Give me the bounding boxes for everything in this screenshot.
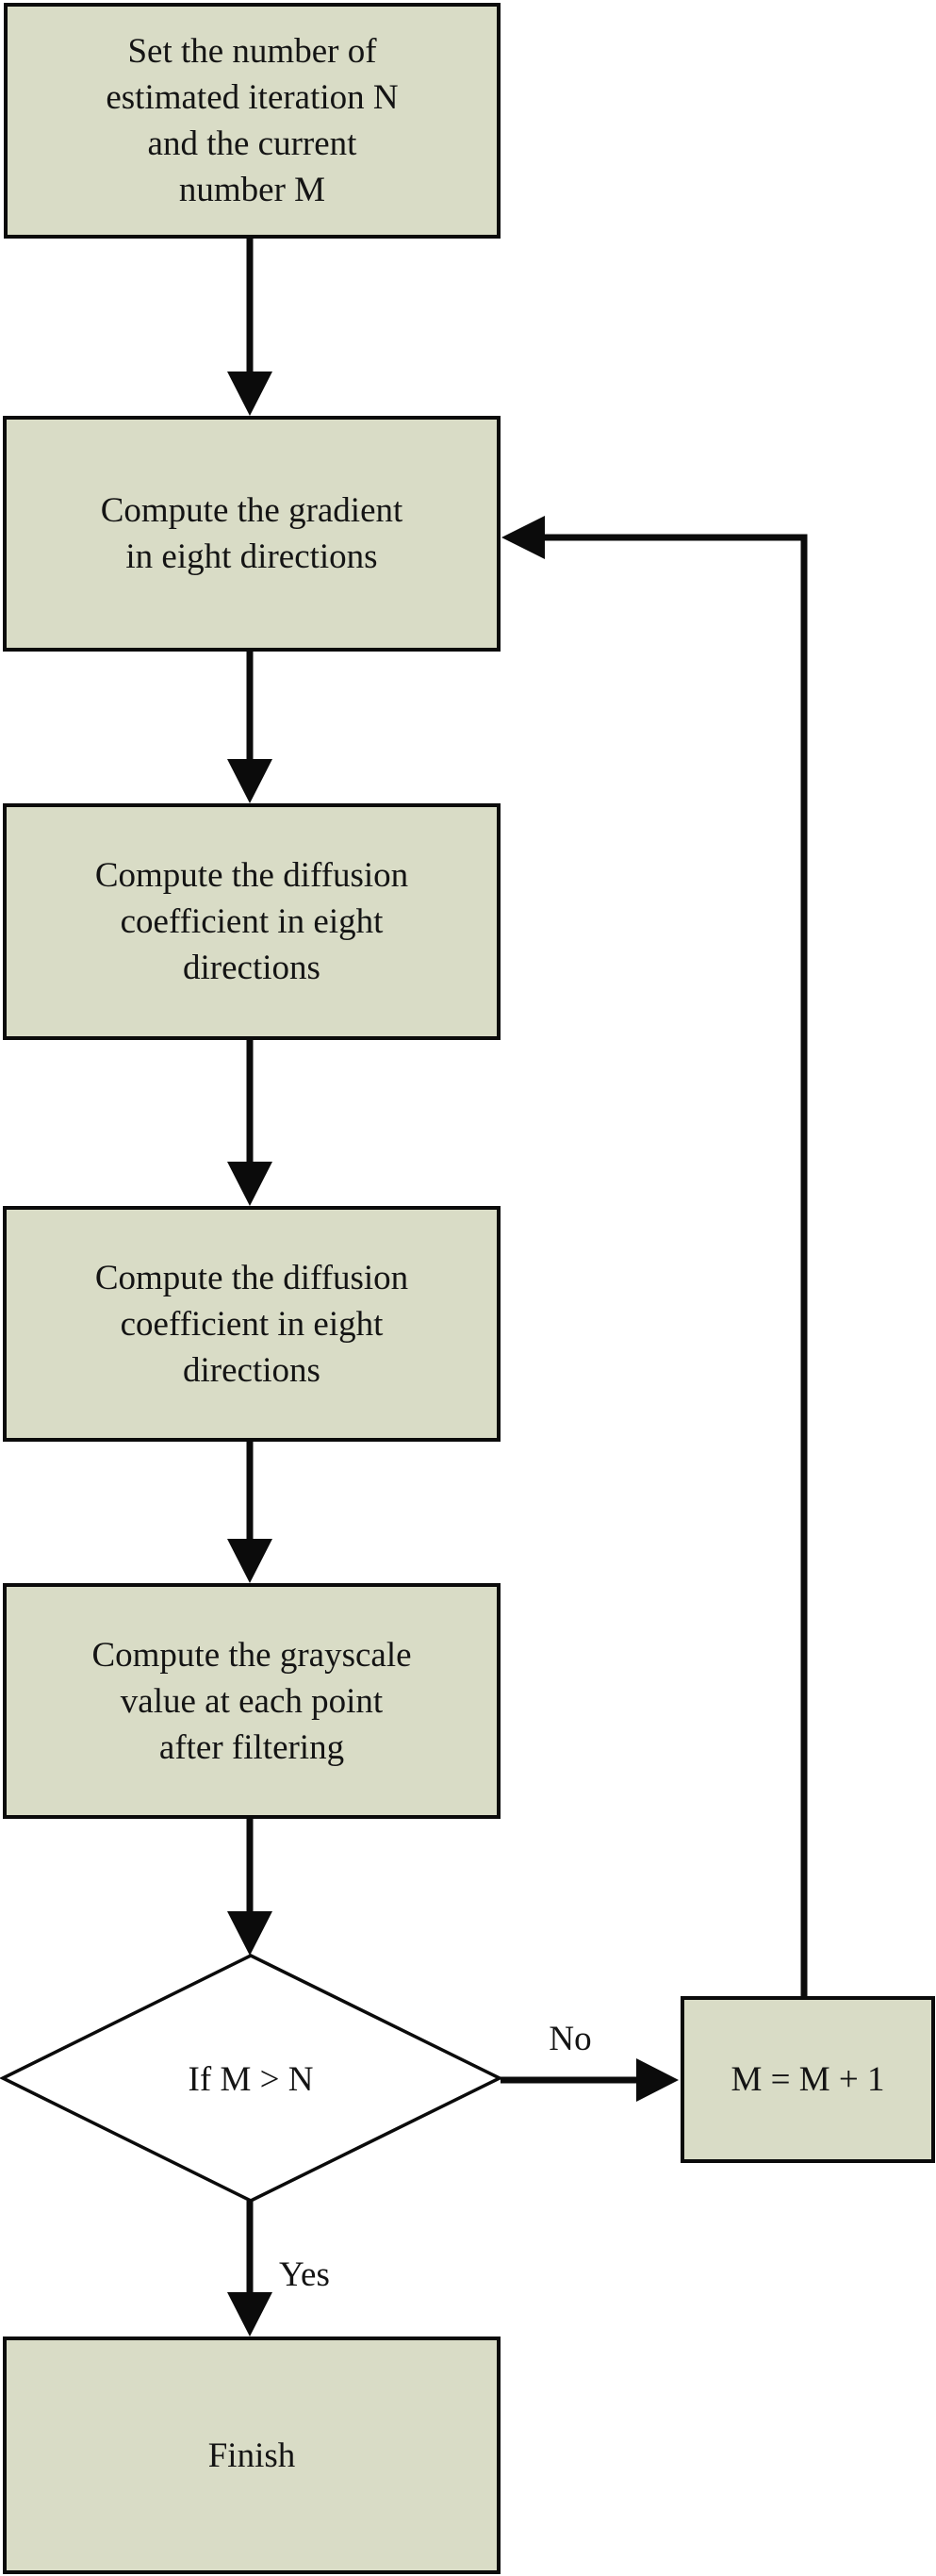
- arrow-diffusion1-to-diffusion2: [227, 1039, 272, 1206]
- node-grayscale-value: Compute the grayscale value at each poin…: [3, 1583, 501, 1819]
- loopback-increment-to-gradient: [501, 516, 808, 1999]
- decision-if-m-gt-n-label: If M > N: [188, 2059, 314, 2099]
- arrow-diffusion2-to-grayscale: [227, 1441, 272, 1583]
- node-diffusion-coefficient-2: Compute the diffusion coefficient in eig…: [3, 1206, 501, 1442]
- node-increment-m: M = M + 1: [681, 1996, 935, 2163]
- arrow-gradient-to-diffusion1: [227, 651, 272, 803]
- node-start: Set the number of estimated iteration N …: [4, 3, 501, 239]
- edge-label-no: No: [549, 2020, 592, 2058]
- arrow-decision-yes-to-finish: [227, 2201, 272, 2337]
- arrow-start-to-gradient: [227, 238, 272, 416]
- arrow-decision-no-to-increment: [501, 2058, 679, 2102]
- edge-label-yes: Yes: [279, 2255, 330, 2294]
- node-finish: Finish: [3, 2337, 501, 2574]
- node-compute-gradient: Compute the gradient in eight directions: [3, 416, 501, 652]
- arrow-grayscale-to-decision: [227, 1818, 272, 1956]
- node-diffusion-coefficient-1: Compute the diffusion coefficient in eig…: [3, 803, 501, 1040]
